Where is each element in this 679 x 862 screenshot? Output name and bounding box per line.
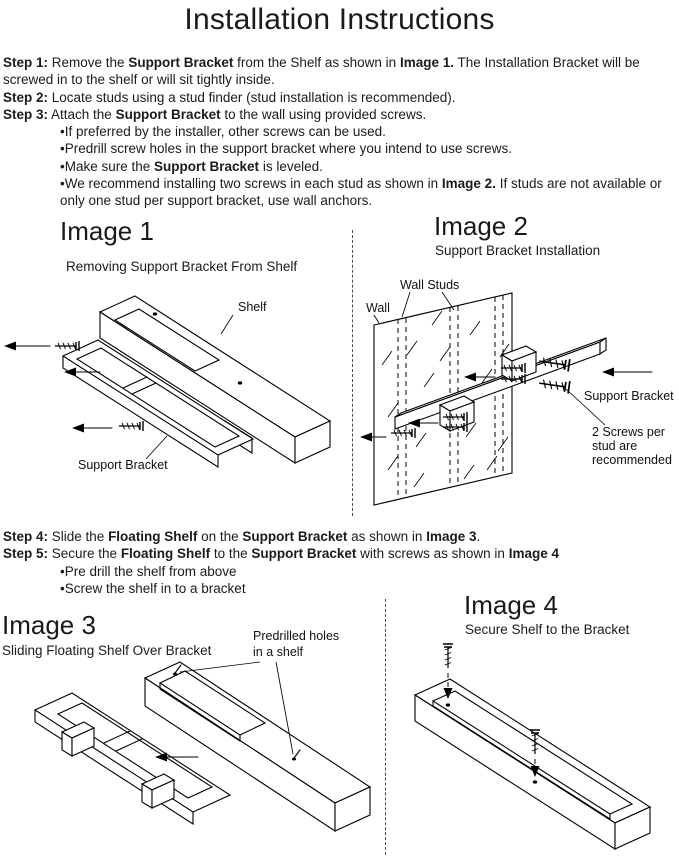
bracket-bar-drawing xyxy=(394,336,607,432)
bullet-line: •Predrill screw holes in the support bra… xyxy=(60,140,675,157)
shelf-drawing xyxy=(413,678,652,851)
image1-caption: Removing Support Bracket From Shelf xyxy=(66,259,298,274)
image3-heading: Image 3 xyxy=(2,610,96,640)
bullet-line: •If preferred by the installer, other sc… xyxy=(60,123,675,140)
text-segment-bold: Support Bracket xyxy=(242,529,348,544)
image1-heading: Image 1 xyxy=(60,216,154,246)
step-3-line: Step 3: Attach the Support Bracket to th… xyxy=(3,106,675,123)
leader-line xyxy=(565,388,606,426)
text-segment: on the xyxy=(197,529,243,544)
bullet-line: •We recommend installing two screws in e… xyxy=(60,175,675,210)
screw-direction-arrows xyxy=(360,372,496,442)
predrilled-holes-label-line2: in a shelf xyxy=(253,645,304,659)
text-segment: Slide the xyxy=(48,529,109,544)
text-segment: from the Shelf as shown in xyxy=(233,55,400,70)
image3-caption: Sliding Floating Shelf Over Bracket xyxy=(2,643,212,658)
leader-line xyxy=(373,314,380,324)
wall-studs-label: Wall Studs xyxy=(400,278,459,292)
text-segment-bold: Support Bracket xyxy=(154,158,260,174)
text-segment-bold: Support Bracket xyxy=(115,106,221,122)
image4-caption: Secure Shelf to the Bracket xyxy=(465,622,630,637)
support-bracket-label: Support Bracket xyxy=(584,389,674,403)
screw-down-guides xyxy=(443,673,540,784)
text-segment: Attach the xyxy=(48,106,116,122)
predrilled-holes-label-line1: Predrilled holes xyxy=(253,629,339,643)
text-segment-bold: Floating Shelf xyxy=(120,546,211,562)
image2-caption: Support Bracket Installation xyxy=(435,243,601,258)
leader-line xyxy=(220,314,234,335)
bracket-drawing xyxy=(33,692,232,826)
text-segment-bold: Image 1. xyxy=(399,55,454,70)
step-3-label: Step 3: xyxy=(3,106,49,122)
pull-arrow-icon xyxy=(4,341,113,433)
shelf-label: Shelf xyxy=(238,300,267,314)
image3-diagram: Predrilled holes in a shelf xyxy=(33,629,372,833)
leader-line xyxy=(401,291,455,318)
text-segment: as shown in xyxy=(347,529,427,544)
text-segment-bold: Image 4 xyxy=(508,546,559,562)
support-bracket-label: Support Bracket xyxy=(78,458,168,472)
step-4-label: Step 4: xyxy=(3,529,49,544)
step-1-line: Step 1: Remove the Support Bracket from … xyxy=(3,54,675,89)
image2-diagram: Wall Studs Wall Support Bracket 2 Screws… xyxy=(360,278,674,506)
text-segment: Remove the xyxy=(48,55,129,70)
image1-diagram: Shelf Support Bracket xyxy=(4,295,332,472)
screws-note-line1: 2 Screws per xyxy=(592,425,665,439)
text-segment: •Predrill screw holes in the support bra… xyxy=(60,141,512,157)
step-5-label: Step 5: xyxy=(3,546,49,562)
text-segment-bold: Support Bracket xyxy=(251,546,357,562)
text-segment: If studs are not available or only one s… xyxy=(60,176,662,209)
slide-arrow-icon xyxy=(155,752,199,762)
image2-heading: Image 2 xyxy=(434,211,528,241)
text-segment: to the xyxy=(210,546,252,562)
leader-line xyxy=(179,661,294,755)
screws-note-line2: stud are xyxy=(592,439,637,453)
step-1-label: Step 1: xyxy=(3,55,49,70)
text-segment: Locate studs using a stud finder (stud i… xyxy=(48,89,456,105)
screws-note-line3: recommended xyxy=(592,453,672,467)
shelf-drawing xyxy=(98,295,332,465)
instructions-steps-1-3: Step 1: Remove the Support Bracket from … xyxy=(3,54,675,210)
text-segment-bold: Image 3 xyxy=(426,529,477,544)
step-3-bullets: •If preferred by the installer, other sc… xyxy=(3,123,675,209)
text-segment: •We recommend installing two screws in e… xyxy=(60,176,442,192)
text-segment: . xyxy=(476,529,481,544)
step-5-line: Step 5: Secure the Floating Shelf to the… xyxy=(3,545,675,562)
text-segment-bold: Floating Shelf xyxy=(108,529,198,544)
text-segment-bold: Image 2. xyxy=(441,176,496,192)
image4-heading: Image 4 xyxy=(464,590,558,620)
arrowhead-icon xyxy=(602,367,614,377)
text-segment: •Screw the shelf in to a bracket xyxy=(60,580,246,596)
step-4-line: Step 4: Slide the Floating Shelf on the … xyxy=(3,528,675,545)
figure-divider-bottom xyxy=(385,599,386,855)
page-title: Installation Instructions xyxy=(184,3,495,36)
bullet-line: •Pre drill the shelf from above xyxy=(60,563,675,580)
wall-label: Wall xyxy=(366,301,390,315)
figure-divider-top xyxy=(352,230,353,516)
image4-diagram xyxy=(413,643,652,851)
leader-line xyxy=(145,435,168,460)
text-segment: Secure the xyxy=(48,546,121,562)
bullet-line: •Make sure the Support Bracket is levele… xyxy=(60,158,675,175)
shelf-drawing xyxy=(143,661,372,833)
text-segment: The Installation Bracket will be screwed… xyxy=(3,55,640,88)
text-segment: •Pre drill the shelf from above xyxy=(60,563,237,579)
text-segment-bold: Support Bracket xyxy=(128,55,234,70)
instructions-steps-4-5: Step 4: Slide the Floating Shelf on the … xyxy=(3,528,675,597)
text-segment: •Make sure the xyxy=(60,158,155,174)
text-segment: to the wall using provided screws. xyxy=(220,106,427,122)
predrilled-hole-icon xyxy=(173,664,301,761)
text-segment: with screws as shown in xyxy=(356,546,509,562)
bracket-drawing xyxy=(61,339,255,469)
step-2-line: Step 2: Locate studs using a stud finder… xyxy=(3,89,675,106)
text-segment: •If preferred by the installer, other sc… xyxy=(60,124,386,140)
text-segment: is leveled. xyxy=(259,158,323,174)
step-2-label: Step 2: xyxy=(3,89,49,105)
step-5-bullets: •Pre drill the shelf from above •Screw t… xyxy=(3,563,675,598)
bullet-line: •Screw the shelf in to a bracket xyxy=(60,580,675,597)
